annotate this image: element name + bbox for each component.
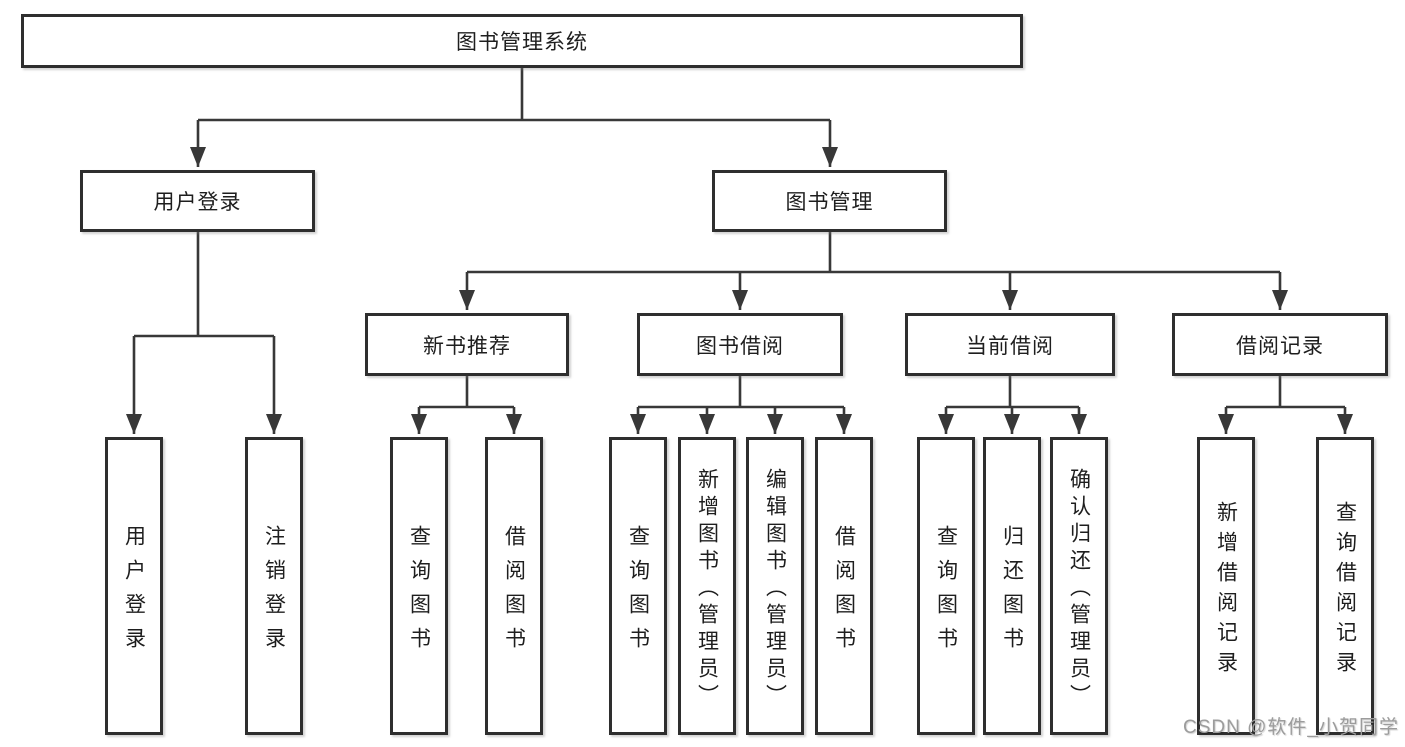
- node-add-borrow-record: 新增借阅记录: [1197, 437, 1255, 735]
- leaf-label: 借阅图书: [832, 524, 856, 661]
- leaf-label: 新增图书（管理员）: [695, 467, 719, 711]
- node-query-books-recommend: 查询图书: [390, 437, 448, 735]
- node-edit-books-admin: 编辑图书（管理员）: [746, 437, 804, 735]
- leaf-label: 借阅图书: [502, 524, 526, 661]
- node-user-login-leaf: 用户登录: [105, 437, 163, 735]
- csdn-watermark: CSDN @软件_小贺同学: [1183, 717, 1399, 738]
- leaf-label: 编辑图书（管理员）: [763, 467, 787, 711]
- node-query-books-current: 查询图书: [917, 437, 975, 735]
- node-query-books-borrow: 查询图书: [609, 437, 667, 735]
- leaf-label: 注销登录: [262, 524, 286, 661]
- node-logout-leaf: 注销登录: [245, 437, 303, 735]
- leaf-label: 归还图书: [1000, 524, 1024, 661]
- node-confirm-return-admin: 确认归还（管理员）: [1050, 437, 1108, 735]
- leaf-label: 查询图书: [626, 524, 650, 661]
- node-new-book-recommend: 新书推荐: [365, 313, 569, 376]
- leaf-label: 新增借阅记录: [1214, 500, 1238, 681]
- node-borrow-books-leaf: 借阅图书: [815, 437, 873, 735]
- node-borrow-records: 借阅记录: [1172, 313, 1388, 376]
- node-add-books-admin: 新增图书（管理员）: [678, 437, 736, 735]
- node-book-borrow: 图书借阅: [637, 313, 843, 376]
- node-library-management-system: 图书管理系统: [21, 14, 1023, 68]
- leaf-label: 确认归还（管理员）: [1067, 467, 1091, 711]
- node-query-borrow-record: 查询借阅记录: [1316, 437, 1374, 735]
- leaf-label: 查询借阅记录: [1333, 500, 1357, 681]
- node-user-login-group: 用户登录: [80, 170, 315, 232]
- node-current-borrow: 当前借阅: [905, 313, 1115, 376]
- node-borrow-books-recommend: 借阅图书: [485, 437, 543, 735]
- leaf-label: 查询图书: [934, 524, 958, 661]
- node-return-books: 归还图书: [983, 437, 1041, 735]
- leaf-label: 用户登录: [122, 524, 146, 661]
- leaf-label: 查询图书: [407, 524, 431, 661]
- node-book-management: 图书管理: [712, 170, 947, 232]
